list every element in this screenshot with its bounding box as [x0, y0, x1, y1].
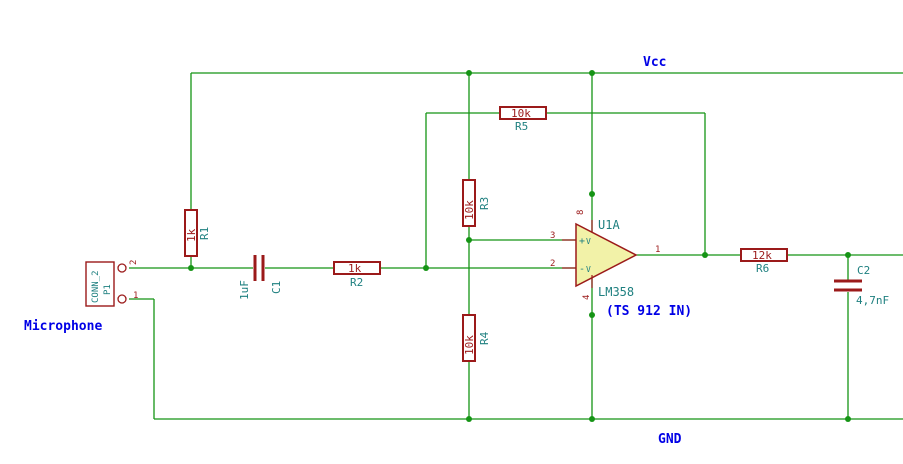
capacitor-c2-ref: C2	[857, 264, 870, 277]
capacitor-c2: C2 4,7nF	[834, 264, 889, 307]
resistor-r2-body	[333, 261, 381, 275]
resistor-r1-body	[184, 209, 198, 257]
wires	[129, 72, 903, 420]
connector-ref-label: P1	[103, 284, 113, 295]
junction-dot	[466, 237, 472, 243]
resistor-r6-ref: R6	[756, 262, 769, 275]
vcc-net-label: Vcc	[643, 55, 666, 70]
junction-dot	[845, 252, 851, 258]
gnd-net-label: GND	[658, 432, 682, 447]
resistor-r5-value: 10k	[511, 107, 531, 120]
resistor-r1-ref: R1	[198, 227, 211, 240]
opamp-vminus-sublabel: V	[586, 265, 591, 274]
junction-dot	[589, 70, 595, 76]
capacitor-c1-value: 1uF	[238, 280, 251, 300]
junction-dot	[702, 252, 708, 258]
junction-dot	[589, 416, 595, 422]
junction-dot	[423, 265, 429, 271]
resistor-r2-value: 1k	[348, 262, 362, 275]
resistor-r6-value: 12k	[752, 249, 772, 262]
resistor-r3: 10k R3	[462, 179, 491, 227]
resistor-r6-body	[740, 248, 788, 262]
resistor-r5-body	[499, 106, 547, 120]
resistor-r5-ref: R5	[515, 120, 528, 133]
resistor-r4-ref: R4	[478, 331, 491, 345]
opamp-minus-symbol: -	[579, 264, 585, 275]
connector-pin-1	[117, 294, 127, 304]
resistor-r3-body	[462, 179, 476, 227]
junction-dot	[845, 416, 851, 422]
opamp-vplus-sublabel: V	[586, 237, 591, 246]
opamp-pin-3-number: 3	[550, 231, 555, 241]
capacitor-c2-value: 4,7nF	[856, 294, 889, 307]
opamp-ref-label: U1A	[598, 218, 620, 232]
opamp-u1a: + - V V 3 2 1 8 4 U1A LM358	[550, 210, 660, 300]
opamp-triangle	[575, 222, 638, 288]
junction-dot	[466, 416, 472, 422]
microphone-label: Microphone	[24, 319, 102, 334]
resistor-r4-body	[462, 314, 476, 362]
opamp-plus-symbol: +	[579, 236, 585, 247]
resistor-r5: 10k R5	[499, 106, 547, 133]
connector-pin-2	[117, 263, 127, 273]
opamp-pin-4-number: 4	[582, 295, 592, 300]
resistor-r4-value: 10k	[463, 335, 476, 355]
junctions	[188, 70, 851, 422]
connector-value-label: CONN_2	[91, 270, 101, 303]
resistor-r3-ref: R3	[478, 197, 491, 210]
capacitor-c1-ref: C1	[270, 281, 283, 294]
resistor-r1: 1k R1	[184, 209, 211, 257]
opamp-value-label: LM358	[598, 285, 634, 299]
resistor-r3-value: 10k	[463, 200, 476, 220]
connector-body	[85, 261, 115, 307]
resistor-r1-value: 1k	[185, 228, 198, 242]
connector-pin-1-number: 1	[133, 291, 138, 301]
opamp-pin-2-number: 2	[550, 259, 555, 269]
resistor-r4: 10k R4	[462, 314, 491, 362]
junction-dot	[188, 265, 194, 271]
resistor-r6: 12k R6	[740, 248, 788, 275]
resistor-r2: 1k R2	[333, 261, 381, 289]
opamp-pin-1-number: 1	[655, 245, 660, 255]
connector-pin-2-number: 2	[129, 260, 139, 265]
junction-dot	[466, 70, 472, 76]
resistor-r2-ref: R2	[350, 276, 363, 289]
capacitor-c1: 1uF C1	[238, 255, 283, 300]
opamp-pin-8-number: 8	[576, 210, 586, 215]
junction-dot	[589, 312, 595, 318]
connector-p1: 2 1 CONN_2 P1	[85, 260, 139, 307]
junction-dot	[589, 191, 595, 197]
opamp-note-label: (TS 912 IN)	[606, 304, 692, 319]
